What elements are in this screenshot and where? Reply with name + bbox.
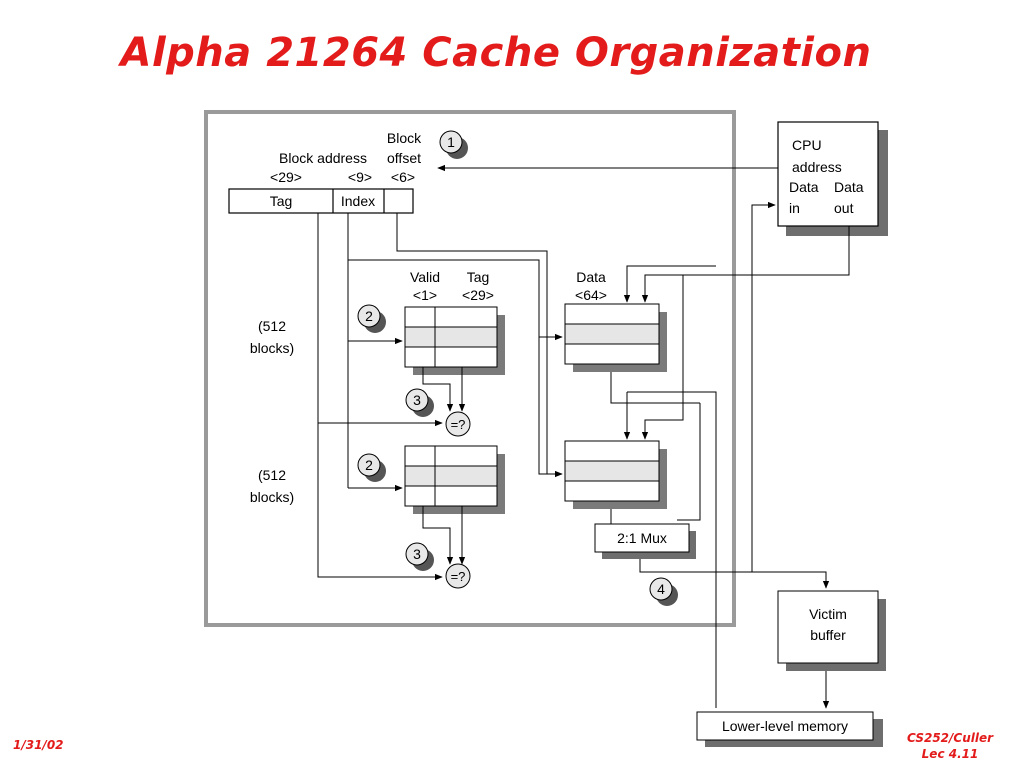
cache-frame bbox=[204, 110, 736, 627]
data-wires bbox=[610, 201, 850, 709]
index-field-label: Index bbox=[341, 193, 375, 209]
victim-buffer-box: Victim buffer bbox=[777, 590, 886, 671]
svg-text:address: address bbox=[792, 159, 842, 175]
svg-text:Data: Data bbox=[834, 179, 864, 195]
tag-array-label: Tag bbox=[467, 269, 490, 285]
step-1-marker: 1 bbox=[439, 130, 468, 159]
index-wires bbox=[347, 213, 563, 492]
svg-text:3: 3 bbox=[413, 546, 421, 562]
svg-text:Data: Data bbox=[789, 179, 819, 195]
slide-course-info: CS252/Culler Lec 4.11 bbox=[880, 730, 1020, 762]
svg-text:2: 2 bbox=[365, 308, 373, 324]
svg-text:Victim: Victim bbox=[809, 606, 847, 622]
offset-wire bbox=[396, 213, 548, 337]
lecture-number: Lec 4.11 bbox=[921, 747, 979, 761]
svg-text:in: in bbox=[789, 200, 800, 216]
valid-label: Valid bbox=[410, 269, 440, 285]
tag-field-label: Tag bbox=[270, 193, 293, 209]
svg-text:1: 1 bbox=[447, 134, 455, 150]
blocks-label-2-line-2: blocks) bbox=[250, 489, 294, 505]
blocks-label-2-line-1: (512 bbox=[258, 467, 286, 483]
offset-width-label: <6> bbox=[391, 169, 415, 185]
course-name: CS252/Culler bbox=[906, 731, 994, 745]
tag-width-label: <29> bbox=[270, 169, 302, 185]
svg-text:buffer: buffer bbox=[810, 627, 846, 643]
cpu-box: CPU address Data in Data out bbox=[777, 121, 888, 236]
compare-wires bbox=[422, 367, 466, 565]
svg-text:2:1 Mux: 2:1 Mux bbox=[617, 530, 667, 546]
svg-text:4: 4 bbox=[657, 581, 665, 597]
data-array-label: Data bbox=[576, 269, 606, 285]
address-register: Tag Index bbox=[228, 188, 414, 214]
slide-date: 1/31/02 bbox=[13, 738, 64, 752]
offset-label: offset bbox=[387, 150, 421, 166]
block-address-label: Block address bbox=[279, 150, 367, 166]
step-2-marker-way-1: 2 bbox=[357, 304, 386, 333]
tag-array-way-2 bbox=[404, 445, 505, 514]
svg-text:2: 2 bbox=[365, 457, 373, 473]
svg-text:Lower-level memory: Lower-level memory bbox=[722, 718, 848, 734]
mux-box: 2:1 Mux bbox=[594, 523, 696, 559]
comparator-way-1: =? bbox=[445, 411, 471, 437]
comparator-way-2: =? bbox=[445, 563, 471, 589]
lower-memory-box: Lower-level memory bbox=[696, 711, 883, 747]
data-array-way-1 bbox=[564, 303, 667, 372]
blocks-label-1-line-2: blocks) bbox=[250, 340, 294, 356]
step-2-marker-way-2: 2 bbox=[357, 453, 386, 482]
block-label: Block bbox=[387, 130, 422, 146]
svg-text:CPU: CPU bbox=[792, 137, 822, 153]
data-array-width-label: <64> bbox=[575, 287, 607, 303]
svg-text:=?: =? bbox=[451, 569, 466, 584]
svg-text:=?: =? bbox=[451, 417, 466, 432]
step-4-marker: 4 bbox=[649, 577, 678, 606]
svg-text:out: out bbox=[834, 200, 854, 216]
step-3-marker-way-1: 3 bbox=[405, 388, 434, 417]
tag-array-width-label: <29> bbox=[462, 287, 494, 303]
tag-wires bbox=[317, 213, 443, 581]
valid-width-label: <1> bbox=[413, 287, 437, 303]
tag-array-way-1 bbox=[404, 306, 505, 375]
svg-text:3: 3 bbox=[413, 392, 421, 408]
step-3-marker-way-2: 3 bbox=[405, 542, 434, 571]
slide-title: Alpha 21264 Cache Organization bbox=[120, 30, 872, 76]
index-width-label: <9> bbox=[348, 169, 372, 185]
blocks-label-1-line-1: (512 bbox=[258, 318, 286, 334]
data-array-way-2 bbox=[564, 440, 667, 509]
